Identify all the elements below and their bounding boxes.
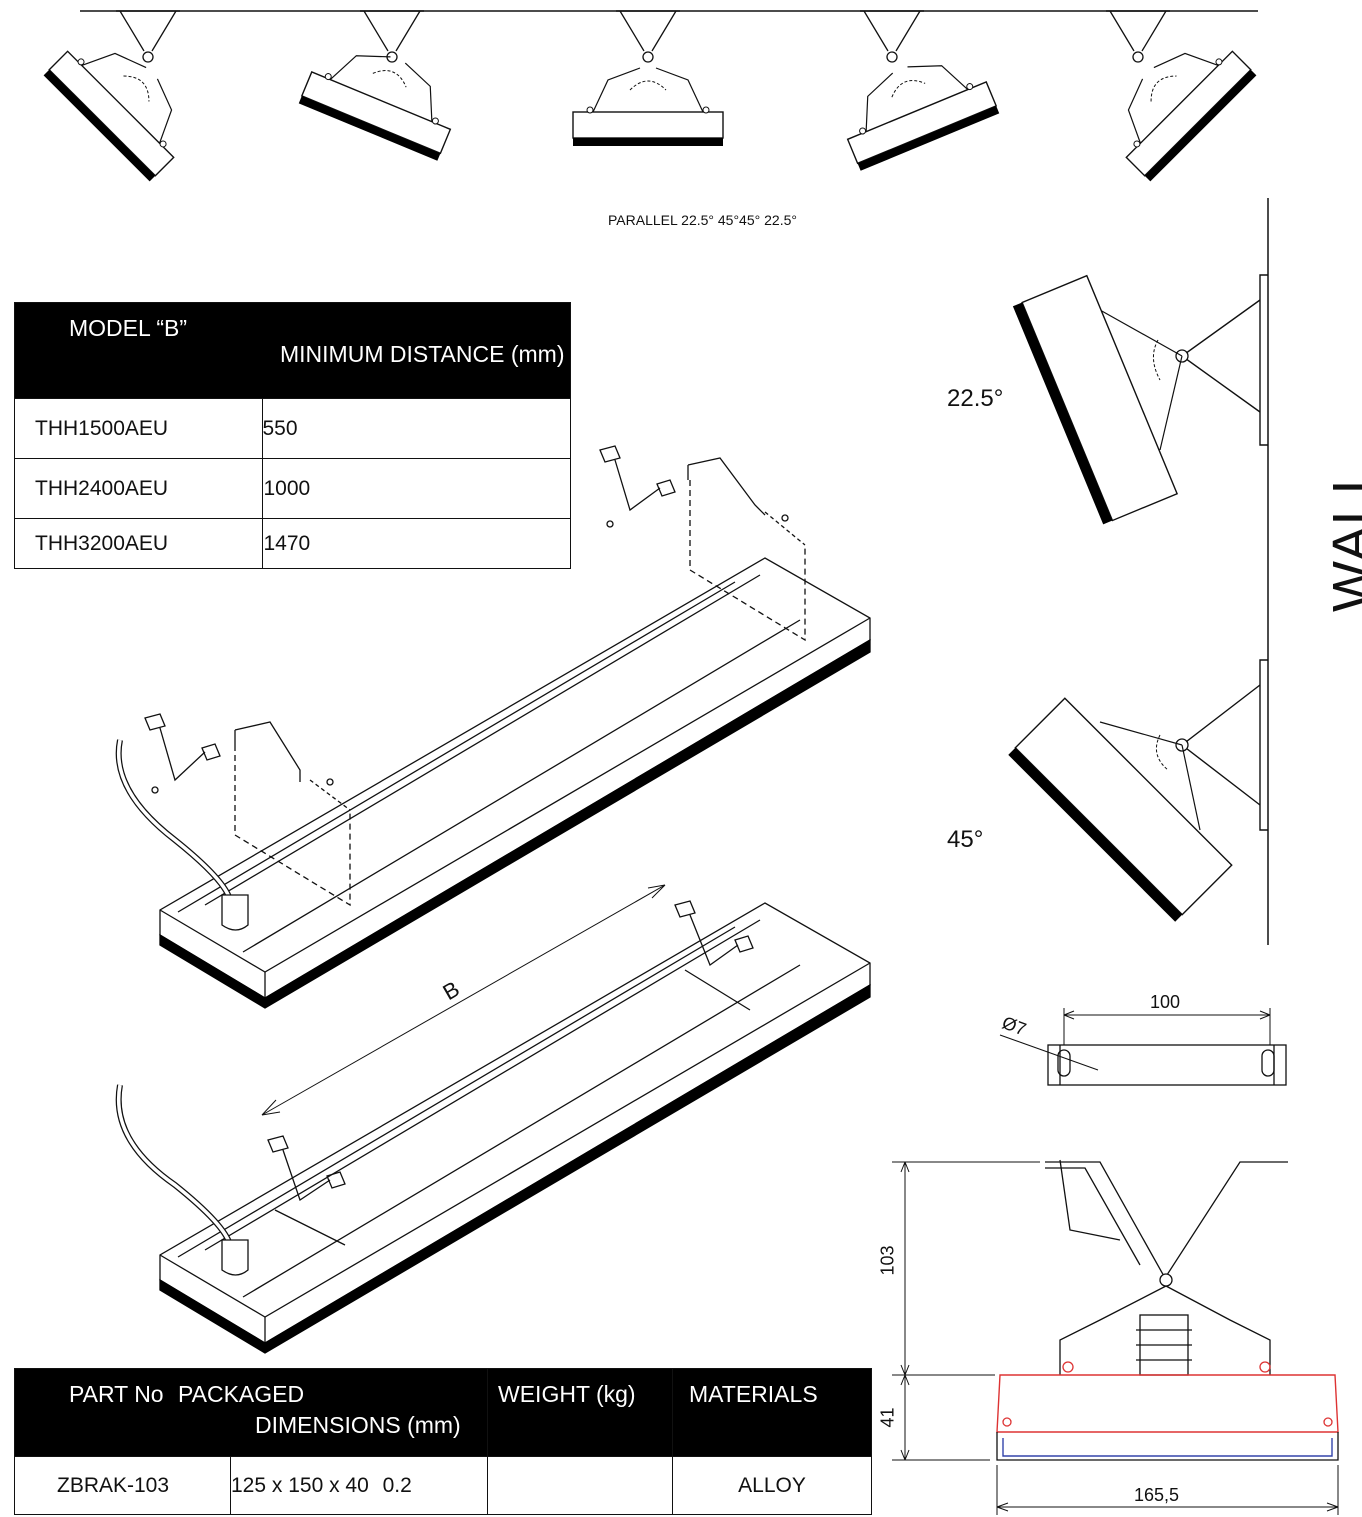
model-cell: THH1500AEU: [14, 398, 263, 459]
model-cell: THH3200AEU: [14, 518, 263, 569]
bracket-height-upper-label: 103: [877, 1245, 898, 1276]
header-model: MODEL “B”: [14, 302, 262, 399]
angle-label-45: 45°: [947, 826, 984, 853]
header-materials: MATERIALS: [672, 1368, 872, 1457]
bracket-side-width-label: 165,5: [1134, 1485, 1180, 1505]
table-row: THH1500AEU 550: [14, 398, 571, 459]
materials-cell: ALLOY: [672, 1456, 872, 1515]
heater-position-22-left: [298, 10, 468, 162]
minimum-distance-table: MODEL “B” MINIMUM DISTANCE (mm) THH1500A…: [14, 302, 571, 569]
dims-cell: 125 x 150 x 40 0.2: [230, 1456, 488, 1515]
angle-label-22-5: 22.5°: [947, 385, 1004, 412]
distance-cell: 1470: [261, 518, 571, 569]
heater-position-45-right: [1094, 10, 1258, 183]
isometric-heater-assembled: [115, 884, 871, 1354]
header-part-dims: PART No PACKAGED DIMENSIONS (mm): [14, 1368, 488, 1457]
wall-heater-45: [1008, 684, 1261, 922]
distance-cell: 550: [261, 398, 571, 459]
model-cell: THH2400AEU: [14, 458, 263, 519]
heater-position-45-left: [42, 10, 206, 183]
heater-position-parallel: [572, 10, 724, 147]
bracket-side-view: [892, 1159, 1339, 1515]
table-row: THH2400AEU 1000: [14, 458, 571, 519]
dims-value: 125 x 150 x 40: [231, 1473, 369, 1497]
parts-table: PART No PACKAGED DIMENSIONS (mm) WEIGHT …: [14, 1368, 872, 1515]
weight-cell: [487, 1456, 673, 1515]
header-packaged: PACKAGED: [178, 1381, 305, 1407]
part-number-cell: ZBRAK-103: [14, 1456, 231, 1515]
isometric-heater-exploded: [115, 445, 871, 1009]
heater-position-22-right: [830, 10, 1000, 172]
header-weight: WEIGHT (kg): [487, 1368, 673, 1457]
wall-label: WALL: [1322, 462, 1362, 612]
angle-caption: PARALLEL 22.5° 45°45° 22.5°: [608, 212, 797, 228]
table-row: THH3200AEU 1470: [14, 518, 571, 569]
distance-cell: 1000: [261, 458, 571, 519]
header-dimensions: DIMENSIONS (mm): [255, 1412, 461, 1438]
bracket-height-lower-label: 41: [877, 1407, 898, 1428]
table-row: ZBRAK-103 125 x 150 x 40 0.2 ALLOY: [14, 1456, 872, 1515]
bracket-width-label: 100: [1150, 992, 1181, 1012]
header-part-no: PART No: [69, 1381, 164, 1407]
header-minimum-distance: MINIMUM DISTANCE (mm): [262, 302, 571, 399]
weight-value: 0.2: [382, 1473, 412, 1497]
wall-heater-22-5: [1012, 274, 1261, 525]
bracket-top-view: [999, 1008, 1287, 1086]
